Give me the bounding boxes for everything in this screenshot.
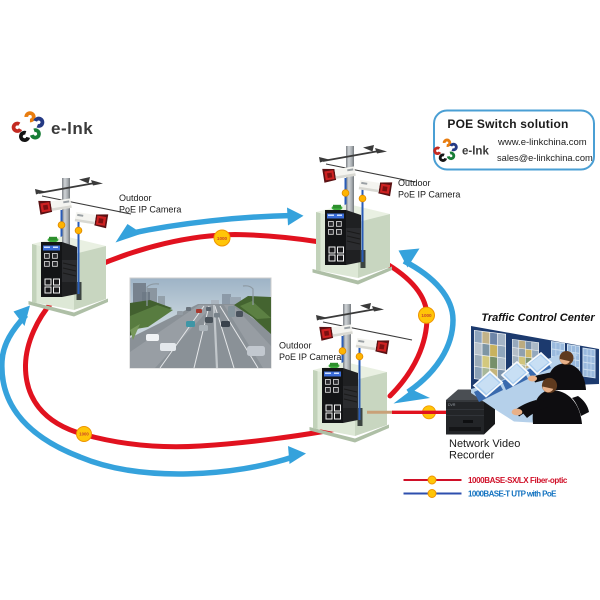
svg-text:DVR: DVR (448, 403, 456, 407)
svg-text:Outdoor: Outdoor (398, 178, 431, 188)
svg-text:Traffic Control Center: Traffic Control Center (481, 312, 595, 324)
svg-text:1000BASE-T UTP with PoE: 1000BASE-T UTP with PoE (468, 490, 557, 499)
svg-text:e-lnk: e-lnk (51, 119, 93, 138)
svg-text:PoE IP Camera: PoE IP Camera (279, 352, 341, 362)
svg-text:e-lnk: e-lnk (462, 146, 489, 158)
svg-text:Outdoor: Outdoor (119, 193, 152, 203)
svg-text:Network Video: Network Video (449, 438, 520, 450)
svg-text:sales@e-linkchina.com: sales@e-linkchina.com (497, 153, 593, 163)
svg-text:PoE IP Camera: PoE IP Camera (398, 190, 460, 200)
svg-text:1000BASE-SX/LX Fiber-optic: 1000BASE-SX/LX Fiber-optic (468, 476, 568, 485)
svg-text:POE Switch solution: POE Switch solution (447, 117, 568, 131)
svg-text:www.e-linkchina.com: www.e-linkchina.com (497, 137, 587, 148)
svg-text:PoE IP Camera: PoE IP Camera (119, 205, 181, 215)
svg-text:Outdoor: Outdoor (279, 341, 312, 351)
svg-text:Recorder: Recorder (449, 450, 495, 462)
